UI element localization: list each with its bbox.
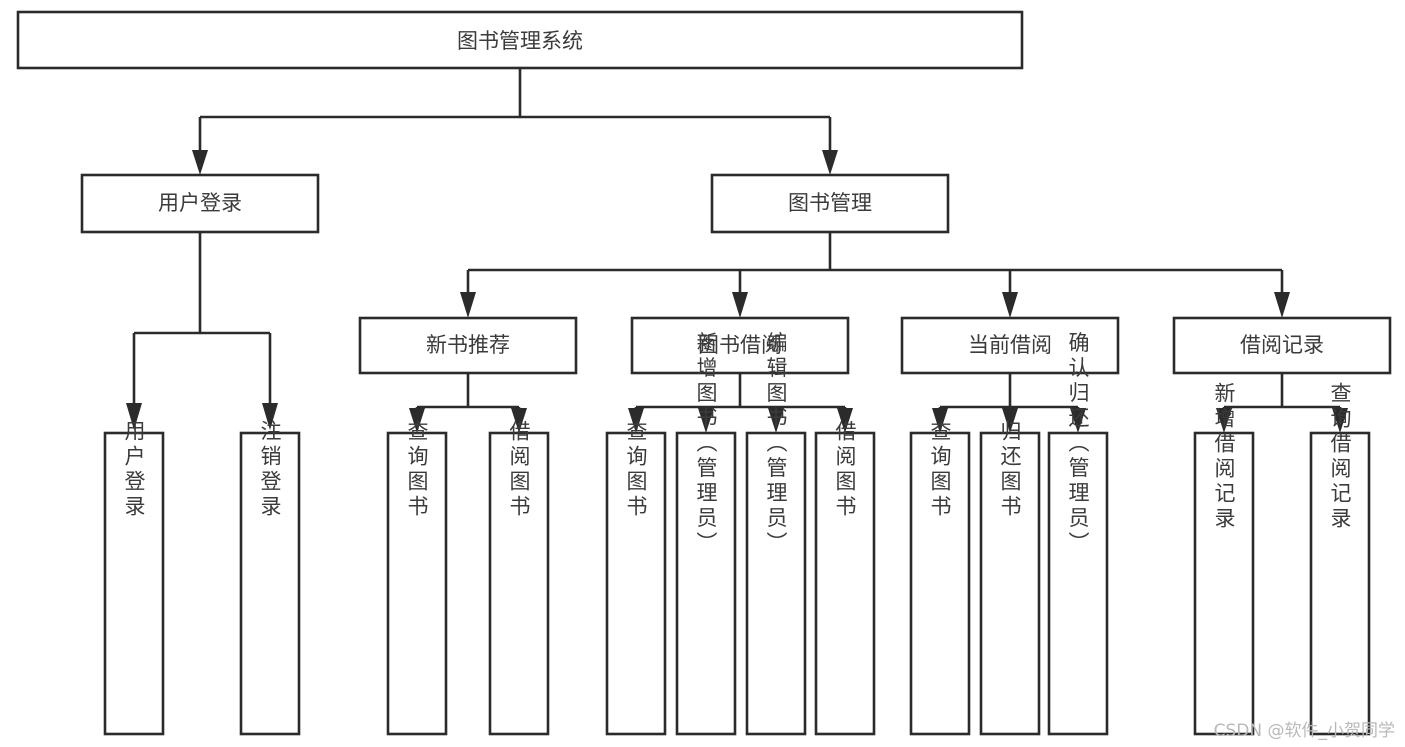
leaf-query-book-2-label: 查询图书 (624, 420, 648, 520)
arrow-cb-leaf2-icon (1002, 408, 1018, 433)
node-current-borrow-label: 当前借阅 (968, 333, 1052, 357)
leaf-node-confirm-return[interactable]: 确认归还（管理员） (1047, 332, 1109, 736)
leaf-add-record-label: 新增借阅记录 (1212, 382, 1236, 532)
node-current-borrow[interactable]: 当前借阅 (900, 316, 1120, 375)
arrow-cb-leaf3-icon (1070, 408, 1086, 433)
leaf-edit-book-box[interactable] (745, 431, 807, 736)
leaf-node-add-book[interactable]: 新增图书（管理员） (675, 332, 737, 736)
leaf-add-book-box[interactable] (675, 431, 737, 736)
node-book-borrow-label: 图书借阅 (698, 333, 782, 357)
arrow-bb-leaf1-icon (628, 408, 644, 433)
leaf-logout-box[interactable] (239, 431, 301, 736)
leaf-edit-book-label: 编辑图书（管理员） (764, 332, 788, 557)
node-new-book-recommend-label: 新书推荐 (426, 333, 510, 357)
leaf-query-book-1-label: 查询图书 (405, 420, 429, 520)
leaf-node-borrow-book-1[interactable]: 借阅图书 (488, 420, 550, 736)
node-root[interactable]: 图书管理系统 (16, 10, 1024, 70)
leaf-logout-label: 注销登录 (258, 420, 282, 520)
leaf-node-return-book[interactable]: 归还图书 (979, 420, 1041, 736)
leaf-query-book-3-box[interactable] (909, 431, 971, 736)
arrow-to-current-borrow-icon (1002, 292, 1018, 318)
node-book-manage[interactable]: 图书管理 (710, 173, 950, 234)
node-user-login[interactable]: 用户登录 (80, 173, 320, 234)
leaf-add-book-label: 新增图书（管理员） (694, 332, 718, 557)
node-new-book-recommend-box[interactable] (358, 316, 578, 375)
arrow-bb-leaf3-icon (768, 408, 784, 433)
leaf-node-add-record[interactable]: 新增借阅记录 (1193, 382, 1255, 736)
leaf-node-query-book-3[interactable]: 查询图书 (909, 420, 971, 736)
node-root-label: 图书管理系统 (457, 29, 583, 53)
leaf-borrow-book-1-box[interactable] (488, 431, 550, 736)
leaf-node-edit-book[interactable]: 编辑图书（管理员） (745, 332, 807, 736)
arrow-to-book-manage-icon (822, 150, 838, 175)
arrow-to-book-borrow-icon (732, 292, 748, 318)
leaf-node-logout[interactable]: 注销登录 (239, 420, 301, 736)
leaf-node-query-book-2[interactable]: 查询图书 (605, 420, 667, 736)
node-borrow-record[interactable]: 借阅记录 (1172, 316, 1392, 375)
node-book-borrow[interactable]: 图书借阅 (630, 316, 850, 375)
arrow-to-new-book-recommend-icon (460, 292, 476, 318)
node-user-login-box[interactable] (80, 173, 320, 234)
node-user-login-label: 用户登录 (158, 191, 242, 215)
arrow-nbr-leaf2-icon (511, 408, 527, 433)
node-borrow-record-box[interactable] (1172, 316, 1392, 375)
leaf-query-record-box[interactable] (1309, 431, 1371, 736)
leaf-query-book-3-label: 查询图书 (928, 420, 952, 520)
leaf-borrow-book-2-box[interactable] (814, 431, 876, 736)
leaf-user-login-box[interactable] (103, 431, 165, 736)
leaf-query-book-2-box[interactable] (605, 431, 667, 736)
node-new-book-recommend[interactable]: 新书推荐 (358, 316, 578, 375)
leaf-borrow-book-1-label: 借阅图书 (507, 420, 531, 520)
leaf-confirm-return-box[interactable] (1047, 431, 1109, 736)
arrow-bb-leaf4-icon (837, 408, 853, 433)
arrow-to-borrow-record-icon (1274, 292, 1290, 318)
arrow-br-leaf1-icon (1216, 408, 1232, 433)
leaf-node-query-record[interactable]: 查询借阅记录 (1309, 382, 1371, 736)
leaf-return-book-label: 归还图书 (998, 420, 1022, 520)
leaf-query-record-label: 查询借阅记录 (1328, 382, 1352, 532)
arrow-bb-leaf2-icon (698, 408, 714, 433)
leaf-return-book-box[interactable] (979, 431, 1041, 736)
arrow-user-login-leaf2-icon (262, 403, 278, 430)
leaf-add-record-box[interactable] (1193, 431, 1255, 736)
connectors (126, 68, 1348, 433)
arrow-cb-leaf1-icon (932, 408, 948, 433)
leaf-query-book-1-box[interactable] (386, 431, 448, 736)
csdn-watermark: CSDN @软件_小贺同学 (1213, 721, 1395, 741)
arrow-user-login-leaf1-icon (126, 403, 142, 430)
leaf-confirm-return-label: 确认归还（管理员） (1066, 332, 1090, 557)
node-current-borrow-box[interactable] (900, 316, 1120, 375)
arrow-nbr-leaf1-icon (409, 408, 425, 433)
leaf-node-query-book-1[interactable]: 查询图书 (386, 420, 448, 736)
leaf-user-login-label: 用户登录 (122, 420, 146, 520)
node-book-manage-box[interactable] (710, 173, 950, 234)
leaf-borrow-book-2-label: 借阅图书 (833, 420, 857, 520)
node-borrow-record-label: 借阅记录 (1240, 333, 1324, 357)
node-book-manage-label: 图书管理 (788, 191, 872, 215)
leaf-node-borrow-book-2[interactable]: 借阅图书 (814, 420, 876, 736)
arrow-br-leaf2-icon (1332, 408, 1348, 433)
node-book-borrow-box[interactable] (630, 316, 850, 375)
arrow-to-user-login-icon (192, 150, 208, 175)
leaf-node-user-login[interactable]: 用户登录 (103, 420, 165, 736)
node-root-box[interactable] (16, 10, 1024, 70)
